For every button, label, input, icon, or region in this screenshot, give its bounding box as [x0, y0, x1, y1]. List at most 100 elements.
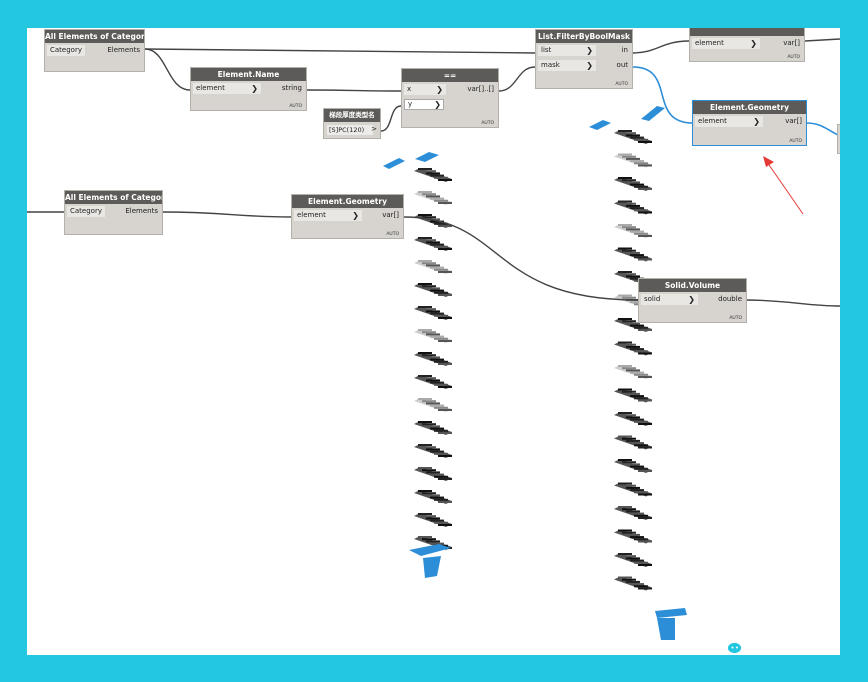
- landing-bottom-left-a: [409, 544, 451, 556]
- port-elements[interactable]: Elements: [125, 207, 158, 215]
- port-element[interactable]: element❯: [193, 83, 261, 94]
- wire-volume-out[interactable]: [744, 299, 840, 307]
- port-x[interactable]: x❯: [404, 84, 446, 95]
- node-element-geometry-top[interactable]: element ❯ var[] AUTO: [689, 28, 805, 62]
- port-label: solid: [644, 295, 661, 303]
- node-title: [690, 28, 804, 36]
- stair-right-flight-11: [614, 388, 652, 403]
- node-title: ==: [402, 69, 498, 82]
- node-code-block[interactable]: 梯段厚度类型名 [S]PC(120) >: [323, 108, 381, 139]
- port-var-out[interactable]: var[]: [785, 117, 802, 125]
- stair-left-flight-9: [414, 375, 452, 389]
- lacing-label: AUTO: [289, 104, 302, 109]
- port-element[interactable]: element ❯: [692, 38, 760, 49]
- wire-elements-to-element-name[interactable]: [144, 48, 191, 91]
- stair-right-flight-10: [614, 365, 652, 379]
- node-title: Element.Name: [191, 68, 306, 81]
- wire-in-to-geometry-top[interactable]: [632, 40, 690, 54]
- stair-right-flight-4: [614, 224, 652, 238]
- node-title: All Elements of Category: [45, 30, 144, 43]
- wire-out-to-selected-geometry[interactable]: [632, 66, 694, 124]
- stair-left-flight-1: [414, 191, 452, 205]
- port-category[interactable]: Category: [47, 45, 85, 56]
- node-element-geometry-2[interactable]: Element.Geometry element❯ var[] AUTO: [291, 194, 404, 239]
- code-block-value[interactable]: [S]PC(120): [327, 125, 373, 135]
- landing-top-left-b: [415, 152, 439, 162]
- code-block-output[interactable]: >: [371, 125, 377, 133]
- landing-bottom-left-b: [423, 556, 441, 578]
- port-label: element: [695, 39, 724, 47]
- port-var-out[interactable]: var[]: [382, 211, 399, 219]
- node-solid-volume[interactable]: Solid.Volume solid❯ double AUTO: [638, 278, 747, 323]
- port-string[interactable]: string: [281, 84, 302, 92]
- lacing-label: AUTO: [386, 232, 399, 237]
- wire-string-to-x[interactable]: [306, 89, 402, 92]
- stair-right-flight-13: [614, 435, 652, 450]
- node-offscreen-right[interactable]: [837, 124, 840, 154]
- port-double[interactable]: double: [718, 295, 742, 303]
- wire-codeblock-to-y[interactable]: [380, 105, 402, 132]
- port-label: y: [408, 100, 413, 108]
- stair-left-flight-4: [414, 260, 452, 274]
- landing-bottom-right-a: [655, 608, 687, 618]
- port-in[interactable]: in: [621, 46, 628, 54]
- port-y[interactable]: y❯: [404, 99, 444, 110]
- port-arrow-icon: ❯: [434, 100, 441, 109]
- wire-layer: [27, 38, 840, 307]
- port-solid[interactable]: solid❯: [641, 294, 698, 305]
- stair-right-flight-0: [614, 130, 652, 144]
- stair-right-flight-17: [614, 529, 652, 544]
- node-all-elements-of-category-1[interactable]: All Elements of Category Category Elemen…: [44, 29, 145, 72]
- node-equals[interactable]: == x❯ var[]..[] y❯ AUTO: [401, 68, 499, 128]
- node-title: Element.Geometry: [292, 195, 403, 208]
- stair-right-flight-2: [614, 177, 652, 191]
- lacing-label: AUTO: [787, 55, 800, 60]
- port-label: element: [698, 117, 727, 125]
- annotation-arrow: [766, 161, 804, 215]
- port-elements[interactable]: Elements: [107, 46, 140, 54]
- node-list-filter-by-bool-mask[interactable]: List.FilterByBoolMask list❯ in mask❯ out…: [535, 29, 633, 89]
- node-element-name[interactable]: Element.Name element❯ string AUTO: [190, 67, 307, 111]
- port-arrow-icon: ❯: [750, 39, 757, 48]
- port-arrow-icon: ❯: [586, 61, 593, 70]
- port-var-out[interactable]: var[]: [783, 39, 800, 47]
- stair-left-flight-12: [414, 444, 452, 458]
- annotation-arrow-head: [763, 156, 774, 167]
- stair-left-flight-6: [414, 306, 452, 320]
- port-arrow-icon: ❯: [436, 85, 443, 94]
- stair-right-flight-1: [614, 153, 652, 168]
- dynamo-canvas[interactable]: All Elements of Category Category Elemen…: [27, 28, 840, 655]
- stair-right-flight-19: [614, 576, 652, 591]
- wechat-icon: [716, 634, 743, 655]
- lacing-label: AUTO: [481, 121, 494, 126]
- stair-left-flight-3: [414, 237, 452, 251]
- stair-left-flight-5: [414, 283, 452, 297]
- stair-right-flight-18: [614, 553, 652, 567]
- port-label: x: [407, 85, 412, 93]
- port-category[interactable]: Category: [67, 206, 105, 217]
- port-arrow-icon: ❯: [251, 84, 258, 93]
- landing-top-right-b: [641, 106, 665, 121]
- port-element[interactable]: element❯: [294, 210, 362, 221]
- wire-top-geometry-out[interactable]: [804, 38, 840, 42]
- node-all-elements-of-category-2[interactable]: All Elements of Category Category Elemen…: [64, 190, 163, 235]
- wire-selected-geometry-out[interactable]: [805, 122, 840, 137]
- landing-top-right-a: [589, 120, 611, 130]
- wire-geometry2-to-solid[interactable]: [402, 216, 639, 301]
- port-out[interactable]: out: [616, 61, 628, 69]
- stair-left-flight-15: [414, 513, 452, 527]
- stair-right-flight-14: [614, 459, 652, 473]
- wire-equals-to-mask[interactable]: [498, 66, 536, 92]
- node-element-geometry-selected[interactable]: Element.Geometry element❯ var[] AUTO: [692, 100, 807, 146]
- wire-elements-to-list[interactable]: [144, 48, 536, 54]
- port-var-out[interactable]: var[]..[]: [467, 85, 494, 93]
- stair-right-flight-15: [614, 482, 652, 497]
- port-mask[interactable]: mask❯: [538, 60, 596, 71]
- landing-top-left-a: [383, 158, 405, 169]
- stair-left-flight-13: [414, 467, 452, 481]
- stair-left-flight-7: [414, 329, 452, 343]
- node-title: List.FilterByBoolMask: [536, 30, 632, 43]
- port-list[interactable]: list❯: [538, 45, 596, 56]
- wire-elements2-to-geometry2[interactable]: [160, 211, 293, 218]
- port-element[interactable]: element❯: [695, 116, 763, 127]
